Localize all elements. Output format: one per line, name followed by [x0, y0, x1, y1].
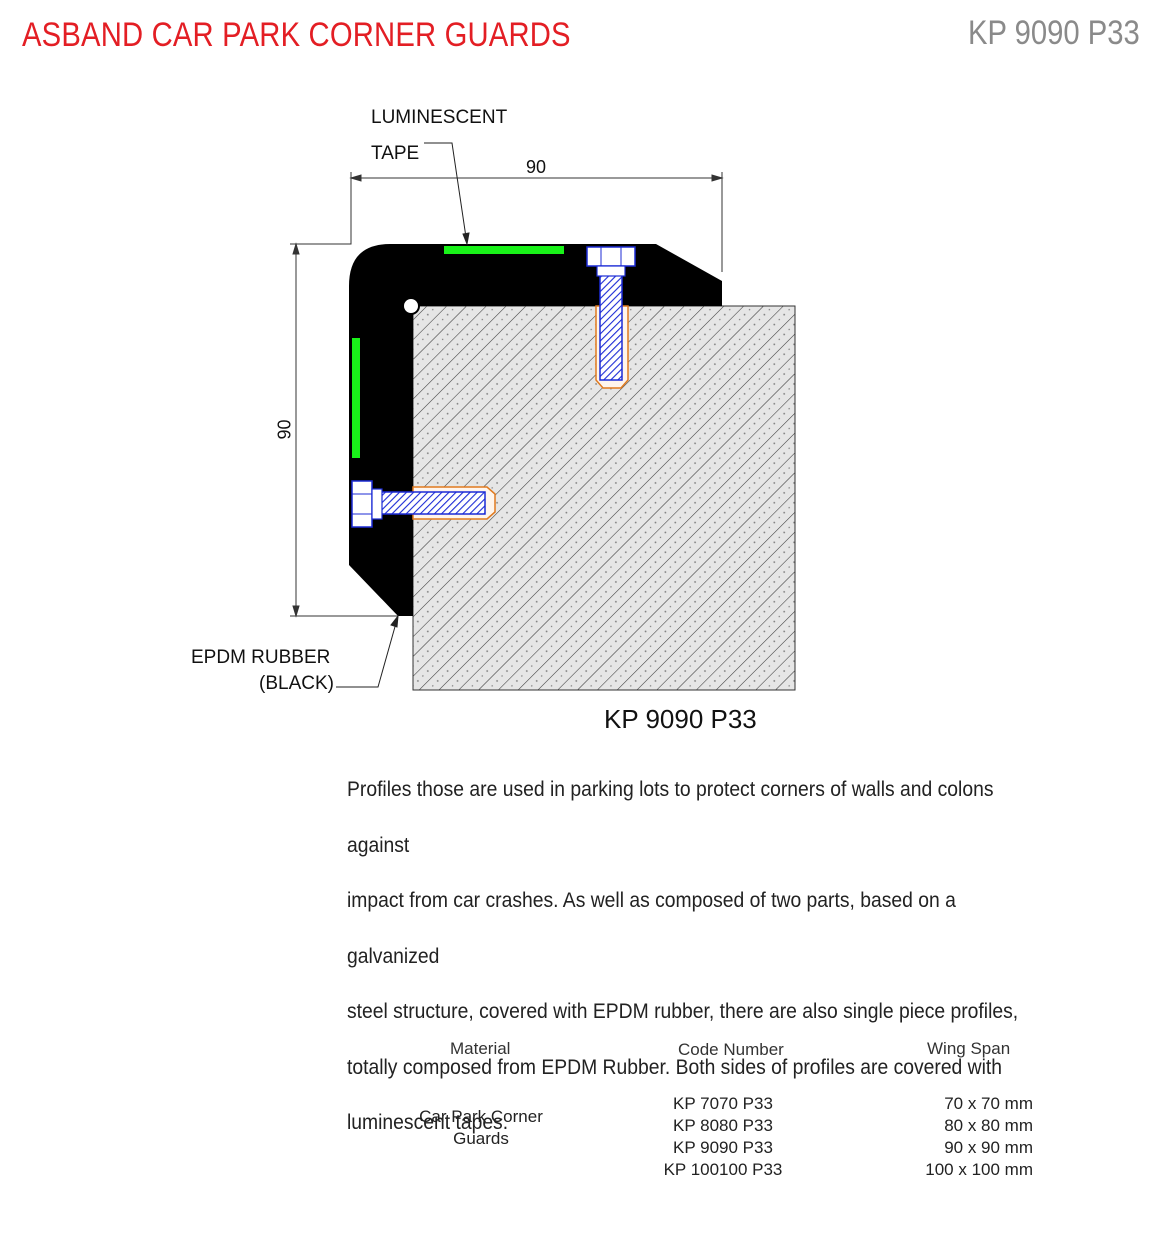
dimension-vertical-value: 90 — [274, 419, 295, 440]
material-line: Guards — [453, 1129, 509, 1148]
profile-hole — [402, 297, 420, 315]
header-material: Material — [450, 1039, 511, 1058]
header-wing-span: Wing Span — [927, 1039, 1011, 1058]
code-value: KP 7070 P33 — [673, 1094, 773, 1113]
dimension-horizontal-value: 90 — [526, 157, 547, 177]
drawing-caption: KP 9090 P33 — [604, 704, 757, 734]
luminescent-tape-side — [352, 338, 360, 458]
product-code-header: KP 9090 P33 — [968, 14, 1140, 52]
material-line: Car Park Corner — [419, 1107, 543, 1126]
code-cell: KP 7070 P33 KP 8080 P33 KP 9090 P33 KP 1… — [650, 1093, 796, 1181]
description-line: totally composed from EPDM Rubber. Both … — [347, 1055, 1003, 1079]
span-value: 100 x 100 mm — [925, 1160, 1033, 1179]
span-value: 80 x 80 mm — [944, 1116, 1033, 1135]
leader-tape — [424, 142, 470, 246]
epdm-rubber-profile — [349, 244, 722, 616]
label-luminescent: LUMINESCENT — [371, 107, 508, 128]
span-value: 70 x 70 mm — [944, 1094, 1033, 1113]
span-cell: 70 x 70 mm 80 x 80 mm 90 x 90 mm 100 x 1… — [893, 1093, 1033, 1181]
span-value: 90 x 90 mm — [944, 1138, 1033, 1157]
page-title: ASBAND CAR PARK CORNER GUARDS — [22, 16, 571, 54]
luminescent-tape-top — [444, 246, 564, 254]
code-value: KP 100100 P33 — [663, 1160, 783, 1179]
top-bolt — [586, 246, 636, 389]
header-code-number: Code Number — [678, 1040, 784, 1059]
leader-rubber — [336, 614, 399, 688]
description: Profiles those are used in parking lots … — [347, 762, 1028, 1151]
label-tape: TAPE — [371, 143, 420, 164]
code-value: KP 9090 P33 — [673, 1138, 773, 1157]
description-line: Profiles those are used in parking lots … — [347, 778, 994, 857]
code-value: KP 8080 P33 — [673, 1116, 773, 1135]
dimension-vertical — [290, 242, 398, 618]
description-line: steel structure, covered with EPDM rubbe… — [347, 1000, 1019, 1023]
description-line: impact from car crashes. As well as comp… — [347, 889, 956, 968]
label-black: (BLACK) — [259, 673, 334, 694]
side-bolt — [351, 480, 496, 528]
label-epdm-rubber: EPDM RUBBER — [191, 647, 331, 668]
description-line: luminescent tapes. — [347, 1111, 509, 1134]
material-cell: Car Park Corner Guards — [406, 1106, 556, 1150]
